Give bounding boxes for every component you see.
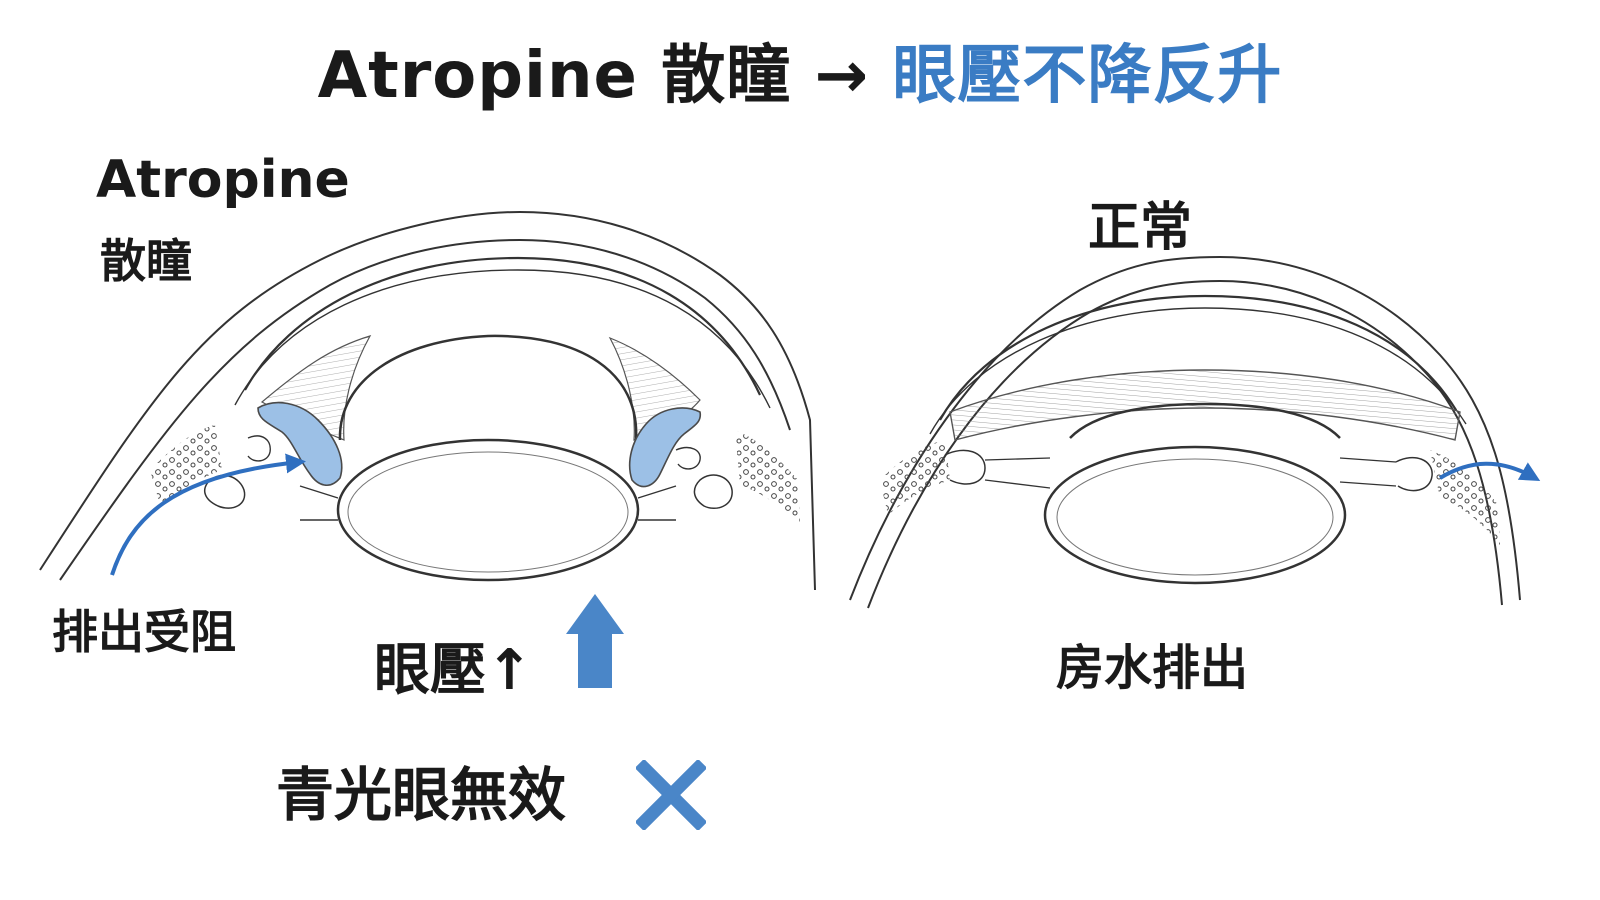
right-sclera-inner	[867, 279, 1503, 609]
left-lens	[336, 438, 640, 582]
left-cornea	[244, 256, 761, 396]
right-cornea	[939, 294, 1457, 421]
left-iris-bunch-left	[257, 401, 343, 486]
right-sclera-outer	[849, 255, 1521, 601]
left-iris-bunch-right	[628, 407, 702, 488]
diagram-title: Atropine 散瞳 → 眼壓不降反升	[0, 24, 1600, 116]
right-flow-arrow-icon	[1438, 461, 1541, 481]
left-heading-line1: Atropine	[96, 150, 350, 210]
right-eye-illustration	[849, 255, 1521, 609]
left-conclusion-label: 青光眼無效	[276, 761, 567, 829]
left-outflow-label: 排出受阻	[52, 605, 236, 659]
right-trabecular-left	[880, 440, 950, 515]
left-heading-line2: 散瞳	[100, 234, 192, 288]
right-anterior-chamber	[1069, 402, 1341, 439]
left-trabecular-right	[735, 430, 800, 525]
right-lens	[1043, 445, 1347, 585]
title-part1: Atropine 散瞳	[317, 39, 792, 113]
left-anterior-chamber	[338, 334, 638, 441]
left-flow-arrow-icon	[110, 453, 306, 576]
title-part2: 眼壓不降反升	[892, 39, 1283, 113]
up-arrow-icon	[566, 594, 624, 688]
cross-icon	[636, 760, 706, 830]
right-outflow-label: 房水排出	[1056, 640, 1249, 696]
left-eye-illustration	[39, 210, 816, 591]
left-sclera-outer	[39, 210, 816, 591]
left-sclera-inner	[59, 238, 791, 581]
right-heading: 正常	[1088, 198, 1193, 258]
title-arrow: →	[814, 39, 870, 113]
left-pressure-label: 眼壓↑	[374, 638, 533, 703]
left-trabecular-left	[150, 425, 222, 505]
